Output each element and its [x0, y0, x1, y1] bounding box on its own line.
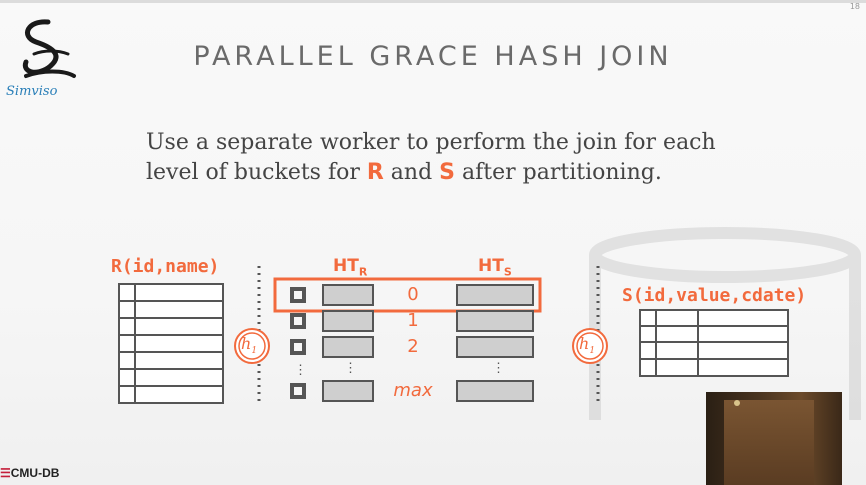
- webcam-video-overlay: [706, 392, 842, 485]
- ht-r-ellipsis: ⋮: [344, 360, 357, 375]
- hash-right-fn: h: [579, 334, 590, 353]
- s-table: [639, 309, 789, 377]
- worker-ellipsis: ⋮: [294, 362, 307, 377]
- r-table-label: R(id,name): [111, 256, 220, 277]
- body-line-2-post: after partitioning.: [455, 160, 662, 185]
- slide-title: PARALLEL GRACE HASH JOIN: [193, 41, 673, 72]
- video-light: [734, 400, 740, 406]
- r-highlight: R: [366, 160, 384, 185]
- worker-cpu-icon-max: [290, 383, 306, 399]
- worker-cpu-icon-2: [290, 339, 306, 355]
- cmu-db-text: CMU-DB: [10, 466, 60, 480]
- ht-r-text: HT: [333, 256, 359, 276]
- worker-cpu-icon-0: [290, 287, 306, 303]
- video-scene: [724, 400, 814, 485]
- ht-s-sub: S: [503, 265, 512, 279]
- hash-function-left-icon: [234, 328, 270, 364]
- cmu-db-logo-icon: ☰: [0, 466, 11, 480]
- slide-body: Use a separate worker to perform the joi…: [146, 128, 716, 188]
- ht-r-label: HTR: [333, 256, 367, 278]
- ht-s-text: HT: [478, 256, 504, 276]
- ht-r-sub: R: [358, 265, 368, 279]
- ht-s-ellipsis: ⋮: [492, 360, 505, 375]
- body-line-2: level of buckets for R and S after parti…: [146, 158, 716, 188]
- bucket-label-max: max: [393, 380, 433, 401]
- bucket-label-2: 2: [407, 336, 419, 357]
- r-table: [118, 283, 224, 404]
- bucket-0-highlight: [273, 277, 542, 313]
- slide-top-bar: [0, 0, 866, 3]
- bucket-label-1: 1: [407, 310, 419, 331]
- ht-r-buckets: [322, 284, 374, 402]
- cmu-db-footer: ☰CMU-DB: [0, 466, 59, 480]
- hash-left-fn: h: [241, 334, 252, 353]
- slide-number: 18: [849, 2, 860, 11]
- simviso-logo: [22, 19, 76, 78]
- s-highlight: S: [439, 160, 456, 185]
- worker-cpu-icon-1: [290, 313, 306, 329]
- hash-left-sub: 1: [251, 346, 258, 357]
- hash-function-right-icon: [572, 328, 608, 364]
- ht-s-buckets: [456, 284, 534, 402]
- s-table-label: S(id,value,cdate): [622, 285, 807, 306]
- logo-text: Simviso: [6, 84, 58, 99]
- bucket-label-0: 0: [407, 284, 419, 305]
- hash-right-sub: 1: [589, 346, 596, 357]
- hash-label-right: h1: [579, 334, 595, 356]
- body-line-2-and: and: [383, 160, 440, 185]
- body-line-2-pre: level of buckets for: [146, 160, 367, 185]
- ht-s-label: HTS: [478, 256, 512, 278]
- body-line-1: Use a separate worker to perform the joi…: [146, 130, 716, 155]
- hash-label-left: h1: [241, 334, 257, 356]
